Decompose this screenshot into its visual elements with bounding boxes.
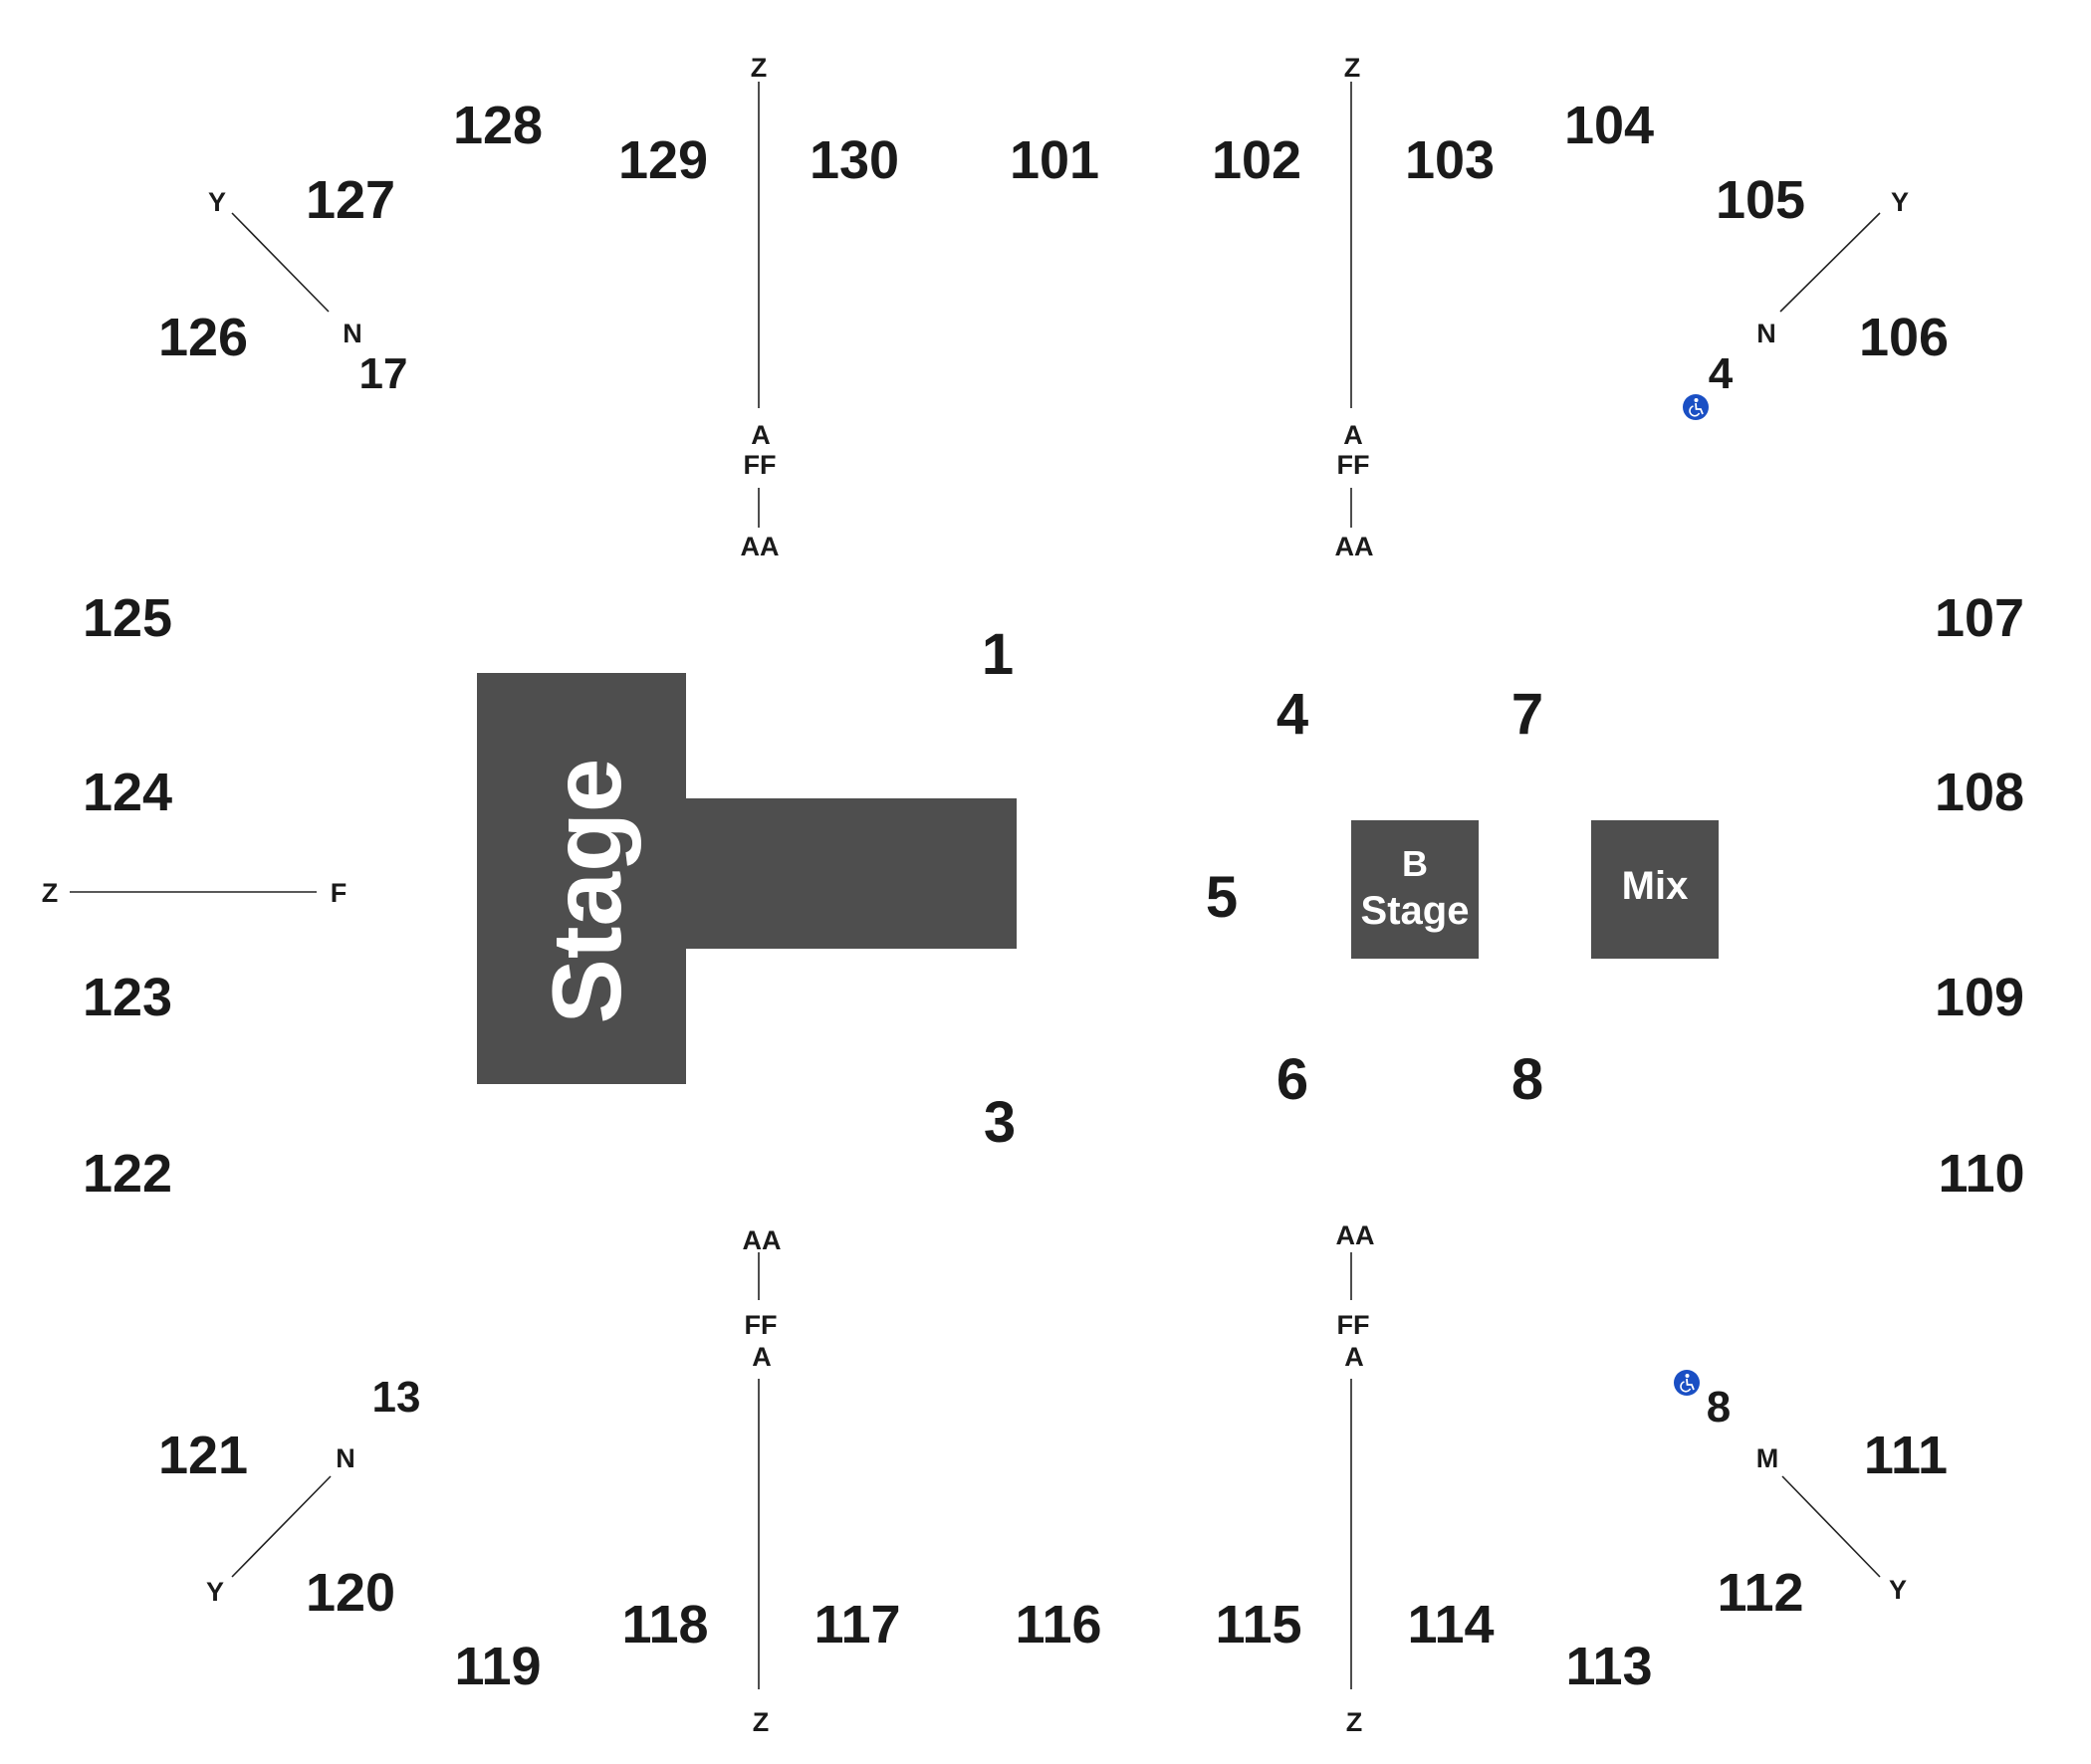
row-label-aa: AA [741, 532, 780, 561]
seat-count-se: 8 [1707, 1383, 1731, 1432]
floor-section-7[interactable]: 7 [1511, 682, 1543, 747]
section-118[interactable]: 118 [621, 1595, 708, 1654]
stage-label: Stage [532, 759, 641, 1024]
section-114[interactable]: 114 [1407, 1595, 1494, 1654]
section-112[interactable]: 112 [1717, 1563, 1803, 1623]
section-104[interactable]: 104 [1564, 96, 1654, 155]
b-stage[interactable]: B Stage [1351, 820, 1479, 959]
section-121[interactable]: 121 [158, 1426, 248, 1485]
row-label-z: Z [1344, 53, 1361, 83]
mix-booth[interactable]: Mix [1591, 820, 1719, 959]
row-label-y: Y [1889, 1575, 1907, 1605]
b-stage-label-line2: Stage [1361, 889, 1470, 933]
row-label-aa: AA [1335, 532, 1374, 561]
wheelchair-accessible-icon[interactable] [1683, 394, 1709, 420]
row-guides [70, 82, 1881, 1689]
seat-count-nw: 17 [359, 349, 408, 398]
row-label-ff: FF [1337, 450, 1370, 480]
section-120[interactable]: 120 [306, 1563, 395, 1623]
row-label-z: Z [753, 1707, 770, 1737]
row-label-aa: AA [1336, 1220, 1375, 1250]
section-111[interactable]: 111 [1864, 1426, 1948, 1485]
section-102[interactable]: 102 [1212, 130, 1301, 190]
section-116[interactable]: 116 [1015, 1595, 1101, 1654]
floor-section-3[interactable]: 3 [984, 1090, 1016, 1155]
section-117[interactable]: 117 [813, 1595, 900, 1654]
section-130[interactable]: 130 [810, 130, 899, 190]
row-label-z: Z [751, 53, 768, 83]
section-128[interactable]: 128 [453, 96, 543, 155]
row-label-a: A [1344, 1342, 1364, 1372]
row-label-y: Y [206, 1577, 224, 1607]
section-107[interactable]: 107 [1935, 588, 2024, 648]
row-label-ff: FF [745, 1310, 778, 1340]
row-label-n: N [336, 1443, 355, 1473]
section-105[interactable]: 105 [1716, 170, 1805, 230]
floor-section-5[interactable]: 5 [1206, 865, 1238, 930]
row-label-a: A [751, 420, 771, 450]
floor-section-6[interactable]: 6 [1277, 1047, 1308, 1112]
section-110[interactable]: 110 [1938, 1144, 2024, 1204]
section-119[interactable]: 119 [454, 1637, 541, 1696]
section-127[interactable]: 127 [306, 170, 395, 230]
row-label-y: Y [1891, 187, 1909, 217]
floor-section-1[interactable]: 1 [982, 622, 1014, 687]
section-126[interactable]: 126 [158, 308, 248, 367]
row-label-ff: FF [1337, 1310, 1370, 1340]
main-stage[interactable]: Stage [477, 673, 1017, 1084]
row-label-y: Y [208, 187, 226, 217]
section-122[interactable]: 122 [83, 1144, 172, 1204]
section-101[interactable]: 101 [1010, 130, 1099, 190]
row-label-a: A [1343, 420, 1363, 450]
section-103[interactable]: 103 [1405, 130, 1495, 190]
row-label-aa: AA [743, 1225, 782, 1255]
section-106[interactable]: 106 [1859, 308, 1949, 367]
section-113[interactable]: 113 [1565, 1637, 1652, 1696]
row-label-z: Z [42, 878, 59, 908]
b-stage-label-line1: B [1402, 843, 1428, 884]
row-label-z: Z [1346, 1707, 1363, 1737]
section-115[interactable]: 115 [1215, 1595, 1301, 1654]
row-label-a: A [752, 1342, 772, 1372]
seat-count-sw: 13 [372, 1373, 421, 1422]
seat-count-ne: 4 [1709, 349, 1734, 398]
section-125[interactable]: 125 [83, 588, 172, 648]
section-124[interactable]: 124 [83, 763, 172, 822]
wheelchair-accessible-icon[interactable] [1674, 1370, 1700, 1396]
floor-section-8[interactable]: 8 [1511, 1047, 1543, 1112]
section-108[interactable]: 108 [1935, 763, 2024, 822]
mix-label: Mix [1622, 864, 1689, 908]
row-label-f: F [331, 878, 348, 908]
row-label-m: M [1756, 1443, 1779, 1473]
section-109[interactable]: 109 [1935, 968, 2024, 1027]
section-129[interactable]: 129 [618, 130, 708, 190]
floor-section-4[interactable]: 4 [1277, 682, 1308, 747]
row-label-ff: FF [744, 450, 777, 480]
row-label-n: N [1756, 319, 1776, 348]
row-label-n: N [343, 319, 362, 348]
section-123[interactable]: 123 [83, 968, 172, 1027]
